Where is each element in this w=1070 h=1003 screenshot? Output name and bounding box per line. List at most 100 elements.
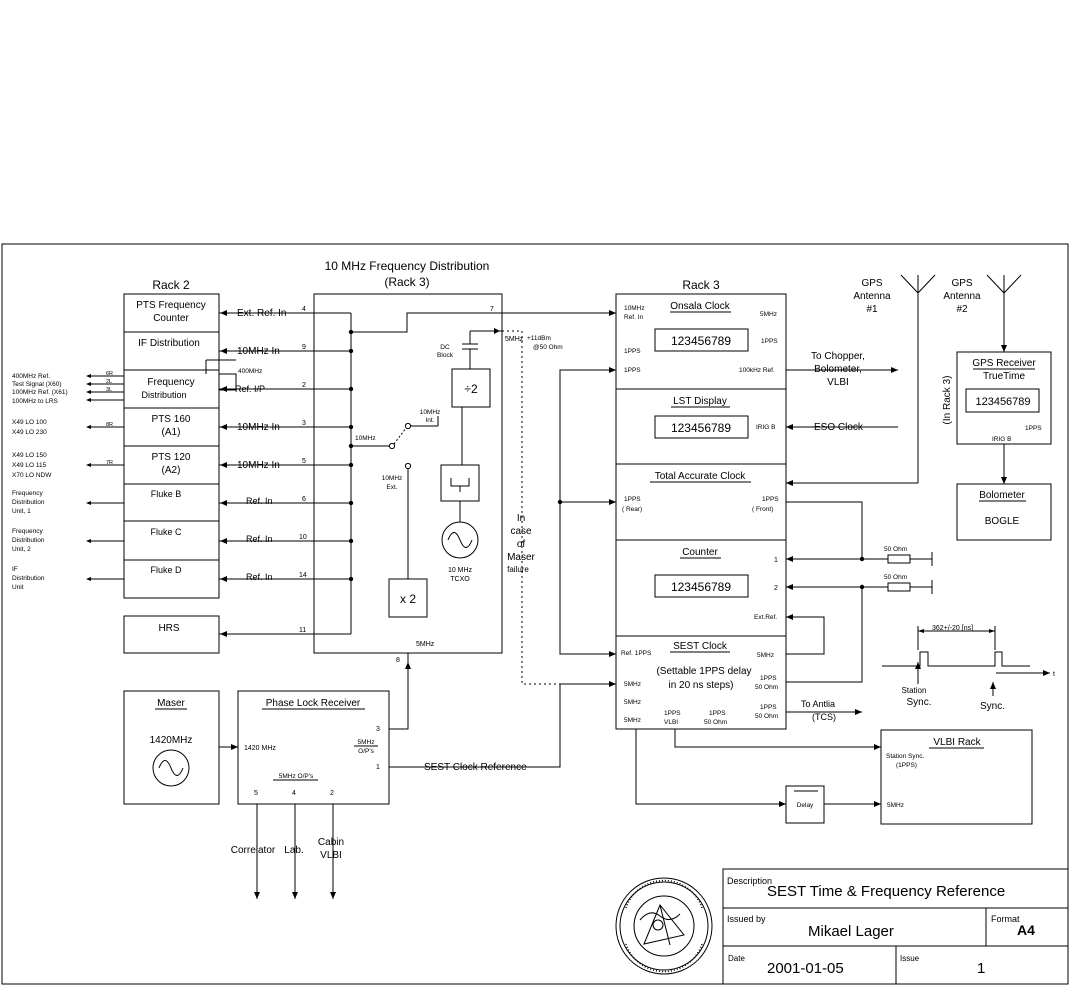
ref-ip: Ref. I/P — [235, 384, 265, 394]
format-value: A4 — [1017, 922, 1035, 938]
counter-in-1: 1 — [774, 557, 778, 564]
bolometer-box — [956, 483, 1052, 541]
description: SEST Time & Frequency Reference — [767, 883, 1005, 900]
out-100mhz-ref: 100MHz Ref. (X61) — [12, 389, 68, 396]
in-10mhz-a: 10MHz In — [237, 346, 280, 357]
sync: Sync. — [980, 701, 1005, 712]
lab: Lab. — [284, 845, 303, 856]
maser-fail-path — [502, 330, 616, 685]
fd-dbm: +11dBm@50 Ohm — [527, 335, 563, 351]
onsala-1pps-r: 1PPS — [761, 338, 778, 345]
plr-p3: 3 — [376, 726, 380, 733]
pin-14: 14 — [299, 572, 307, 579]
plr-1420: 1420 MHz — [244, 745, 276, 752]
fluke-b: Fluke B — [151, 489, 182, 499]
onsala-title: Onsala Clock — [670, 301, 730, 312]
lst-irig-b: IRIG B — [756, 424, 776, 431]
fd-5mhz: 5MHz — [416, 641, 435, 648]
x49-lo-230: X49 LO 230 — [12, 429, 47, 436]
pin-11: 11 — [299, 627, 306, 634]
pin-3: 3 — [302, 420, 306, 427]
gps-display — [965, 388, 1040, 413]
lst-title: LST Display — [673, 396, 727, 407]
eso-clock: ESO Clock — [814, 422, 864, 433]
x2-box — [388, 578, 428, 618]
plr-bottom-5mhz: 5MHz O/P's — [279, 773, 314, 780]
counter-display — [654, 574, 749, 598]
format-label: Format — [991, 914, 1020, 924]
plr-p5: 5 — [254, 790, 258, 797]
pin-2: 2 — [302, 382, 306, 389]
ref-in-b: Ref. In — [246, 534, 273, 544]
title-block — [722, 868, 1069, 985]
tcxo-box — [440, 464, 480, 502]
timing-label: 362+/-20 [ns] — [932, 625, 973, 632]
vlbi-5mhz-line — [635, 729, 786, 805]
counter-in-2: 2 — [774, 585, 778, 592]
sw-10mhz: 10MHz — [355, 435, 376, 442]
fd-title: 10 MHz Frequency Distribution(Rack 3) — [325, 259, 490, 289]
out-400mhz-ref: 400MHz Ref. — [12, 373, 50, 380]
rack3-column — [615, 293, 787, 730]
vlbi-rack: VLBI Rack — [933, 737, 981, 748]
maser-title: Maser — [157, 698, 185, 709]
plr-down-outputs — [254, 804, 336, 899]
tac-front: 1PPS( Front) — [752, 496, 779, 513]
onsala-display — [654, 328, 749, 352]
loop-400mhz — [205, 359, 237, 391]
fd-pin-8: 8 — [396, 657, 400, 664]
hrs-label: HRS — [158, 623, 179, 634]
maser-freq: 1420MHz — [150, 735, 193, 746]
x49-lo-100: X49 LO 100 — [12, 419, 47, 426]
sest-5mhz-a: 5MHz — [624, 681, 641, 688]
onsala-digits: 123456789 — [671, 334, 731, 348]
counter-digits: 123456789 — [671, 580, 731, 594]
pin-2l: 2L — [106, 379, 112, 385]
drawing-frame — [1, 243, 1069, 985]
vlbi-rack-box — [880, 729, 1033, 825]
date-label: Date — [728, 954, 745, 963]
plr-box — [237, 690, 390, 805]
pin-5: 5 — [302, 458, 306, 465]
rack2-column — [123, 293, 220, 599]
vlbi-5mhz: 5MHz — [887, 802, 904, 809]
plr-p4: 4 — [292, 790, 296, 797]
onsala-seal-logo — [615, 877, 713, 975]
pin-7r: 7R — [106, 460, 113, 466]
x49-lo-115: X49 LO 115 — [12, 462, 47, 469]
plr-p2: 2 — [330, 790, 334, 797]
fd-top-5mhz: 5MHz — [505, 336, 524, 343]
tcxo-oscillator-icon — [441, 521, 479, 559]
plr-to-x2 — [389, 653, 409, 730]
sest-5mhz-b: 5MHz — [624, 699, 641, 706]
pts-120: PTS 120(A2) — [152, 452, 191, 476]
sest-clock-reference: SEST Clock Reference — [424, 762, 527, 773]
out-test-signal: Test Signal (X60) — [12, 381, 62, 388]
onsala-1pps-a: 1PPS — [624, 348, 641, 355]
bogle: BOGLE — [985, 516, 1020, 527]
gps-irig-b: IRIG B — [992, 436, 1012, 443]
gps-antenna-1-icon — [786, 274, 936, 486]
divide-by-2: ÷2 — [464, 382, 478, 396]
rack2-title: Rack 2 — [152, 278, 190, 292]
pin-4: 4 — [302, 306, 306, 313]
ohm-50-a: 50 Ohm — [884, 546, 907, 553]
in-10mhz-c: 10MHz In — [237, 460, 280, 471]
freq-dist-outputs — [86, 374, 124, 402]
plr-sest-ref-line — [389, 683, 616, 768]
